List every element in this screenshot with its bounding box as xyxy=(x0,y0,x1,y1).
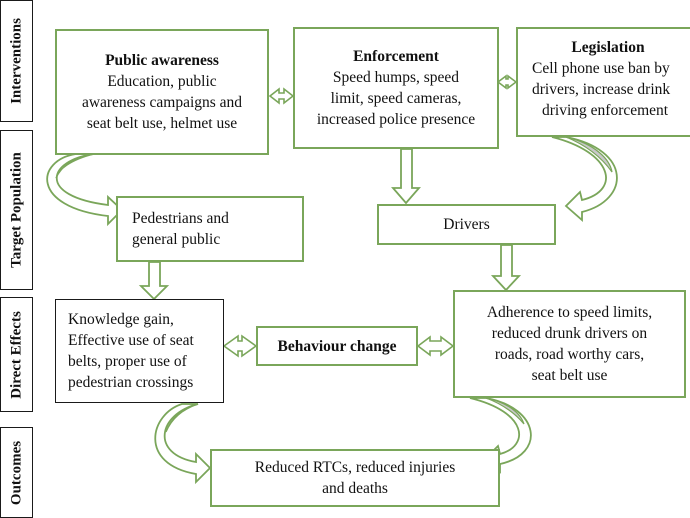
box-drivers: Drivers xyxy=(377,204,556,245)
knowledge-line-4: pedestrian crossings xyxy=(68,374,194,391)
adherence-line-4: seat belt use xyxy=(531,367,608,384)
double-arrow-behaviour-adherence xyxy=(416,335,455,357)
legislation-line-1: Cell phone use ban by xyxy=(532,60,670,77)
knowledge-line-3: belts, proper use of xyxy=(68,353,187,370)
curved-arrow-knowledge-to-outcome xyxy=(154,403,212,485)
adherence-line-3: roads, road worthy cars, xyxy=(494,346,645,363)
enforcement-title: Enforcement xyxy=(353,48,439,65)
side-label-interventions: Interventions xyxy=(0,0,33,122)
knowledge-line-2: Effective use of seat xyxy=(68,332,194,349)
side-label-outcomes: Outcomes xyxy=(0,427,33,518)
down-arrow-drivers-to-adherence xyxy=(490,244,522,292)
box-pedestrians: Pedestrians and general public xyxy=(116,196,304,262)
side-label-target-population: Target Population xyxy=(0,130,33,290)
box-behaviour-change: Behaviour change xyxy=(256,326,418,366)
enforcement-line-1: Speed humps, speed xyxy=(332,69,460,86)
curved-arrow-legislation-to-drivers xyxy=(551,136,618,222)
public-awareness-line-1: Education, public xyxy=(107,73,217,90)
double-arrow-awareness-enforcement xyxy=(268,87,295,105)
legislation-line-3: driving enforcement xyxy=(542,102,669,119)
box-public-awareness: Public awareness Education, public aware… xyxy=(55,29,269,155)
box-legislation: Legislation Cell phone use ban by driver… xyxy=(516,27,690,137)
outcome-line-1: Reduced RTCs, reduced injuries xyxy=(254,459,456,476)
drivers-line-1: Drivers xyxy=(443,216,490,233)
legislation-line-2: drivers, increase drink xyxy=(532,81,671,98)
behaviour-change-title: Behaviour change xyxy=(277,337,397,355)
adherence-line-2: reduced drunk drivers on xyxy=(491,325,648,342)
pedestrians-line-1: Pedestrians and xyxy=(132,210,229,227)
outcome-line-2: and deaths xyxy=(322,480,388,497)
adherence-line-1: Adherence to speed limits, xyxy=(486,304,653,321)
public-awareness-title: Public awareness xyxy=(105,52,219,69)
side-label-direct-effects: Direct Effects xyxy=(0,297,33,412)
box-knowledge-gain: Knowledge gain, Effective use of seat be… xyxy=(55,299,224,403)
double-arrow-knowledge-behaviour xyxy=(222,334,258,358)
enforcement-line-3: increased police presence xyxy=(316,111,476,128)
enforcement-line-2: limit, speed cameras, xyxy=(330,90,462,107)
double-arrow-enforcement-legislation xyxy=(496,74,518,90)
box-outcome: Reduced RTCs, reduced injuries and death… xyxy=(210,449,500,507)
public-awareness-line-3: seat belt use, helmet use xyxy=(86,115,238,132)
box-enforcement: Enforcement Speed humps, speed limit, sp… xyxy=(293,27,499,149)
down-arrow-pedestrians-to-knowledge xyxy=(138,261,170,301)
down-arrow-enforcement-to-drivers xyxy=(391,148,421,205)
knowledge-line-1: Knowledge gain, xyxy=(68,311,174,328)
public-awareness-line-2: awareness campaigns and xyxy=(81,94,243,111)
curved-arrow-awareness-to-pedestrians xyxy=(46,153,124,227)
legislation-title: Legislation xyxy=(571,39,645,56)
box-adherence: Adherence to speed limits, reduced drunk… xyxy=(453,290,686,398)
pedestrians-line-2: general public xyxy=(132,231,221,248)
